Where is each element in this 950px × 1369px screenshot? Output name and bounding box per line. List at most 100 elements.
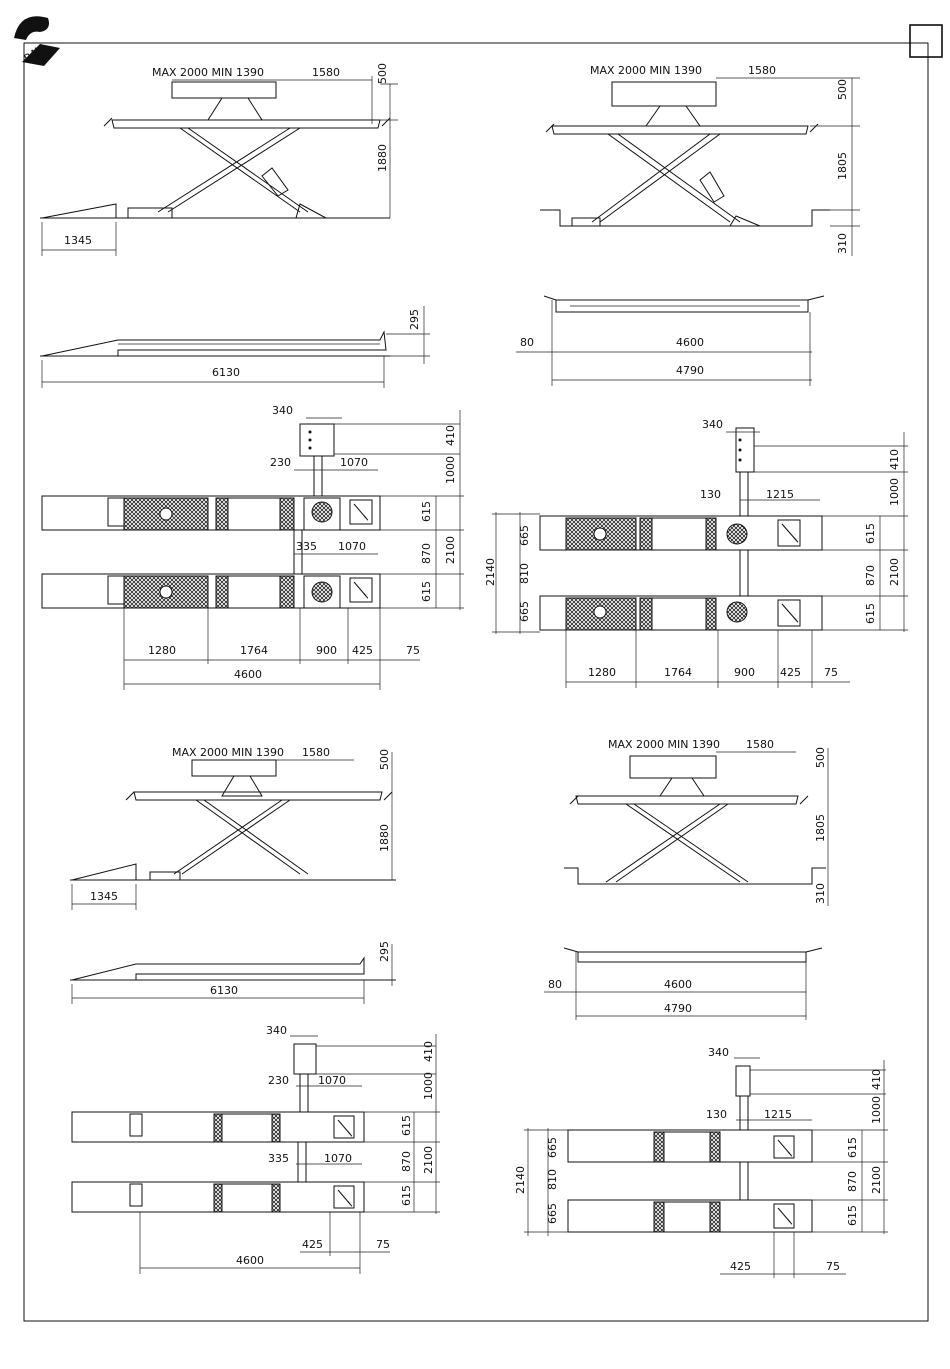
dim-1880-2: 1880 [378, 824, 391, 852]
dim-1880: 1880 [376, 144, 389, 172]
dim-max-min-2: MAX 2000 MIN 1390 [590, 64, 702, 77]
dim-80: 80 [520, 336, 534, 349]
dim-900-2: 900 [734, 666, 755, 679]
dim-75-2: 75 [824, 666, 838, 679]
lowered-view-pit-1: 80 4600 4790 [516, 295, 825, 386]
page-number-box [909, 24, 943, 58]
dim-340-2: 340 [702, 418, 723, 431]
dim-80-2: 80 [548, 978, 562, 991]
dim-900: 900 [316, 644, 337, 657]
dim-1764-2: 1764 [664, 666, 692, 679]
dim-410-2: 410 [888, 449, 901, 470]
dim-1000-2: 1000 [888, 478, 901, 506]
plan-view-3: 340 410 1000 615 870 615 2100 230 1070 3… [71, 1024, 440, 1274]
dim-500-2: 500 [836, 79, 849, 100]
dim-810: 810 [518, 563, 531, 584]
dim-500-4: 500 [814, 747, 827, 768]
dim-2100: 2100 [444, 536, 457, 564]
dim-615-h: 615 [846, 1205, 859, 1226]
dim-1764: 1764 [240, 644, 268, 657]
dim-665-b: 665 [518, 601, 531, 622]
dim-870-4: 870 [846, 1171, 859, 1192]
dim-615-g: 615 [846, 1137, 859, 1158]
dim-2140-2: 2140 [514, 1166, 527, 1194]
turntable-icon [311, 501, 333, 523]
dim-1070-2: 1070 [318, 1074, 346, 1087]
lowered-view-pit-2: 80 4600 4790 [544, 947, 823, 1020]
dim-425-3: 425 [302, 1238, 323, 1251]
dim-295: 295 [408, 309, 421, 330]
dim-6130-2: 6130 [210, 984, 238, 997]
dim-4790-2: 4790 [664, 1002, 692, 1015]
dim-1000: 1000 [444, 456, 457, 484]
dim-1280: 1280 [148, 644, 176, 657]
plan-view-4: 340 410 1000 615 870 615 2100 2140 665 8… [514, 1046, 888, 1278]
dim-500-3: 500 [378, 749, 391, 770]
dim-615-a: 615 [420, 501, 433, 522]
dim-1070-c: 1070 [324, 1152, 352, 1165]
dim-295-2: 295 [378, 941, 391, 962]
lowered-view-ramp-1: 6130 295 [40, 306, 430, 388]
dim-335: 335 [296, 540, 317, 553]
dim-130-2: 130 [706, 1108, 727, 1121]
dim-665-c: 665 [546, 1137, 559, 1158]
dim-75-3: 75 [376, 1238, 390, 1251]
dim-max-min: MAX 2000 MIN 1390 [152, 66, 264, 79]
dim-665-d: 665 [546, 1203, 559, 1224]
dim-870: 870 [420, 543, 433, 564]
dim-2100-3: 2100 [422, 1146, 435, 1174]
dim-2140: 2140 [484, 558, 497, 586]
dim-max-min-3: MAX 2000 MIN 1390 [172, 746, 284, 759]
dim-1345-2: 1345 [90, 890, 118, 903]
dim-1580-3: 1580 [302, 746, 330, 759]
dim-1280-2: 1280 [588, 666, 616, 679]
dim-75: 75 [406, 644, 420, 657]
dim-425-4: 425 [730, 1260, 751, 1273]
dim-1805-2: 1805 [814, 814, 827, 842]
dim-2100-4: 2100 [870, 1166, 883, 1194]
plan-view-2 [539, 427, 908, 631]
dim-6130: 6130 [212, 366, 240, 379]
dim-425: 425 [352, 644, 373, 657]
dim-1345: 1345 [64, 234, 92, 247]
dim-665-a: 665 [518, 525, 531, 546]
dim-310: 310 [836, 233, 849, 254]
dim-340-3: 340 [266, 1024, 287, 1037]
dim-75-4: 75 [826, 1260, 840, 1273]
dim-500: 500 [376, 63, 389, 84]
dim-870-3: 870 [400, 1151, 413, 1172]
side-view-pit-2: MAX 2000 MIN 1390 1580 500 1805 310 [564, 738, 829, 906]
plan-view-1 [41, 423, 460, 609]
dim-870-2: 870 [864, 565, 877, 586]
dim-615-b: 615 [420, 581, 433, 602]
dim-615-d: 615 [864, 603, 877, 624]
dim-615-c: 615 [864, 523, 877, 544]
dim-230-2: 230 [268, 1074, 289, 1087]
dim-4600-4: 4600 [236, 1254, 264, 1267]
dim-130: 130 [700, 488, 721, 501]
dim-1580-2: 1580 [748, 64, 776, 77]
dim-1000-3: 1000 [422, 1072, 435, 1100]
dim-230: 230 [270, 456, 291, 469]
dim-1580-4: 1580 [746, 738, 774, 751]
dim-340: 340 [272, 404, 293, 417]
sheet-border [23, 42, 929, 1322]
rav-logo-icon: RAV [14, 16, 60, 66]
dim-1580: 1580 [312, 66, 340, 79]
dim-4600: 4600 [676, 336, 704, 349]
dims-plan-view-1: 340 410 1000 615 870 615 2100 230 1070 3… [123, 404, 464, 690]
lowered-view-ramp-2: 6130 295 [70, 941, 396, 1004]
dim-1805: 1805 [836, 152, 849, 180]
dim-1070-b: 1070 [338, 540, 366, 553]
dim-4600-plan: 4600 [234, 668, 262, 681]
dim-340-4: 340 [708, 1046, 729, 1059]
dim-425-2: 425 [780, 666, 801, 679]
dim-4600-3: 4600 [664, 978, 692, 991]
dim-max-min-4: MAX 2000 MIN 1390 [608, 738, 720, 751]
dim-310-2: 310 [814, 883, 827, 904]
dim-410: 410 [444, 425, 457, 446]
side-view-ramp-2: MAX 2000 MIN 1390 1580 500 1880 1345 [70, 746, 396, 910]
side-view-ramp-1 [40, 81, 391, 219]
side-view-pit-1 [540, 81, 830, 227]
